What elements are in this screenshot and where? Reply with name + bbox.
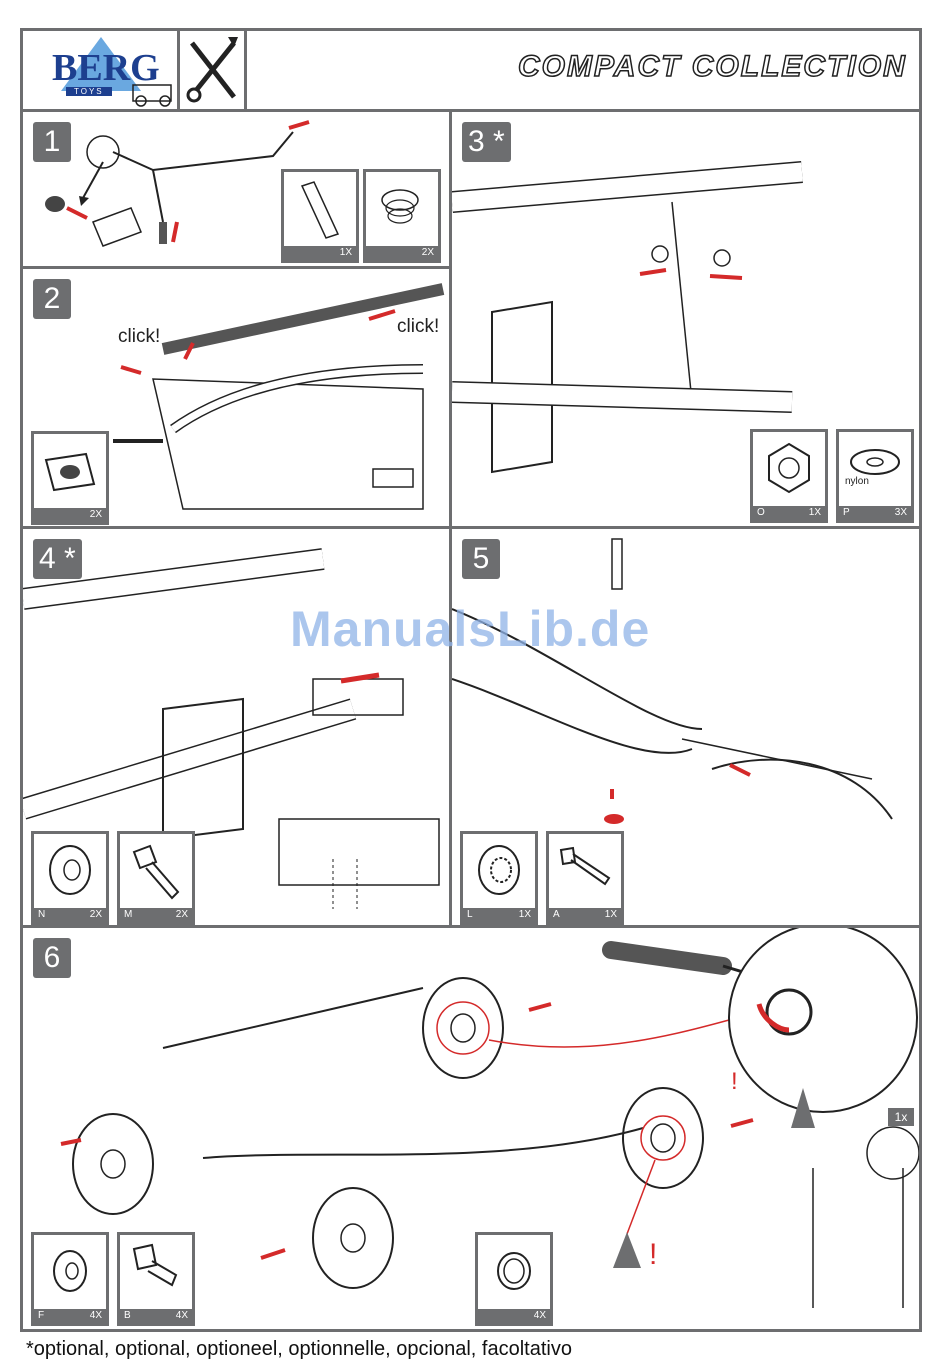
tube-icon — [284, 172, 356, 246]
part-end-cap: 2X — [363, 169, 441, 263]
part-qty: 4X — [176, 1309, 188, 1323]
part-label: O — [757, 506, 765, 520]
part-bolt: M 2X — [117, 831, 195, 925]
clip-icon — [34, 434, 106, 508]
part-qty: 2X — [90, 508, 102, 522]
part-bolt: A 1X — [546, 831, 624, 925]
part-washer: F 4X — [31, 1232, 109, 1326]
step-2-panel: 2 click! click! 2X — [20, 266, 452, 529]
part-nylon-washer: nylon P 3X — [836, 429, 914, 523]
part-nut: O 1X — [750, 429, 828, 523]
part-label: B — [124, 1309, 131, 1323]
washer-icon — [839, 432, 911, 506]
nut-icon — [753, 432, 825, 506]
part-qty: 1X — [340, 246, 352, 260]
part-qty: 1X — [809, 506, 821, 520]
part-qty: 4X — [90, 1309, 102, 1323]
watermark: ManualsLib.de — [290, 600, 650, 658]
part-clip: 2X — [31, 431, 109, 525]
part-qty: 2X — [422, 246, 434, 260]
warning-mark: ! — [731, 1068, 738, 1096]
part-qty: 2X — [90, 908, 102, 922]
part-label: N — [38, 908, 45, 922]
callout-qty: 1x — [888, 1108, 914, 1126]
part-lock-washer: L 1X — [460, 831, 538, 925]
part-cap-nut: 4X — [475, 1232, 553, 1326]
part-label: F — [38, 1309, 44, 1323]
part-qty: 3X — [895, 506, 907, 520]
bolt-icon — [120, 1235, 192, 1309]
lock-washer-icon — [463, 834, 535, 908]
part-qty: 1X — [605, 908, 617, 922]
part-bolt: B 4X — [117, 1232, 195, 1326]
logo-sub: TOYS — [66, 87, 112, 96]
washer-icon — [34, 834, 106, 908]
part-label: A — [553, 908, 560, 922]
nylon-note: nylon — [845, 476, 869, 487]
part-label: M — [124, 908, 132, 922]
part-qty: 1X — [519, 908, 531, 922]
footer-note: *optional, optional, optioneel, optionne… — [26, 1338, 572, 1361]
part-label: L — [467, 908, 473, 922]
warning-mark: ! — [649, 1238, 657, 1272]
logo-text: BERG — [52, 46, 160, 90]
bolt-icon — [120, 834, 192, 908]
part-qty: 2X — [176, 908, 188, 922]
washer-icon — [34, 1235, 106, 1309]
end-cap-icon — [366, 172, 438, 246]
cap-nut-icon — [478, 1235, 550, 1309]
tools-icon — [180, 31, 244, 109]
part-label: P — [843, 506, 850, 520]
part-qty: 4X — [534, 1309, 546, 1323]
header-tools-cell — [177, 28, 247, 112]
click-label: click! — [397, 316, 439, 338]
part-washer: N 2X — [31, 831, 109, 925]
step-1-panel: 1 1X 2X — [20, 109, 452, 269]
click-label: click! — [118, 326, 160, 348]
bolt-icon — [549, 834, 621, 908]
part-tube: 1X — [281, 169, 359, 263]
collection-title: COMPACT COLLECTION — [518, 50, 907, 84]
